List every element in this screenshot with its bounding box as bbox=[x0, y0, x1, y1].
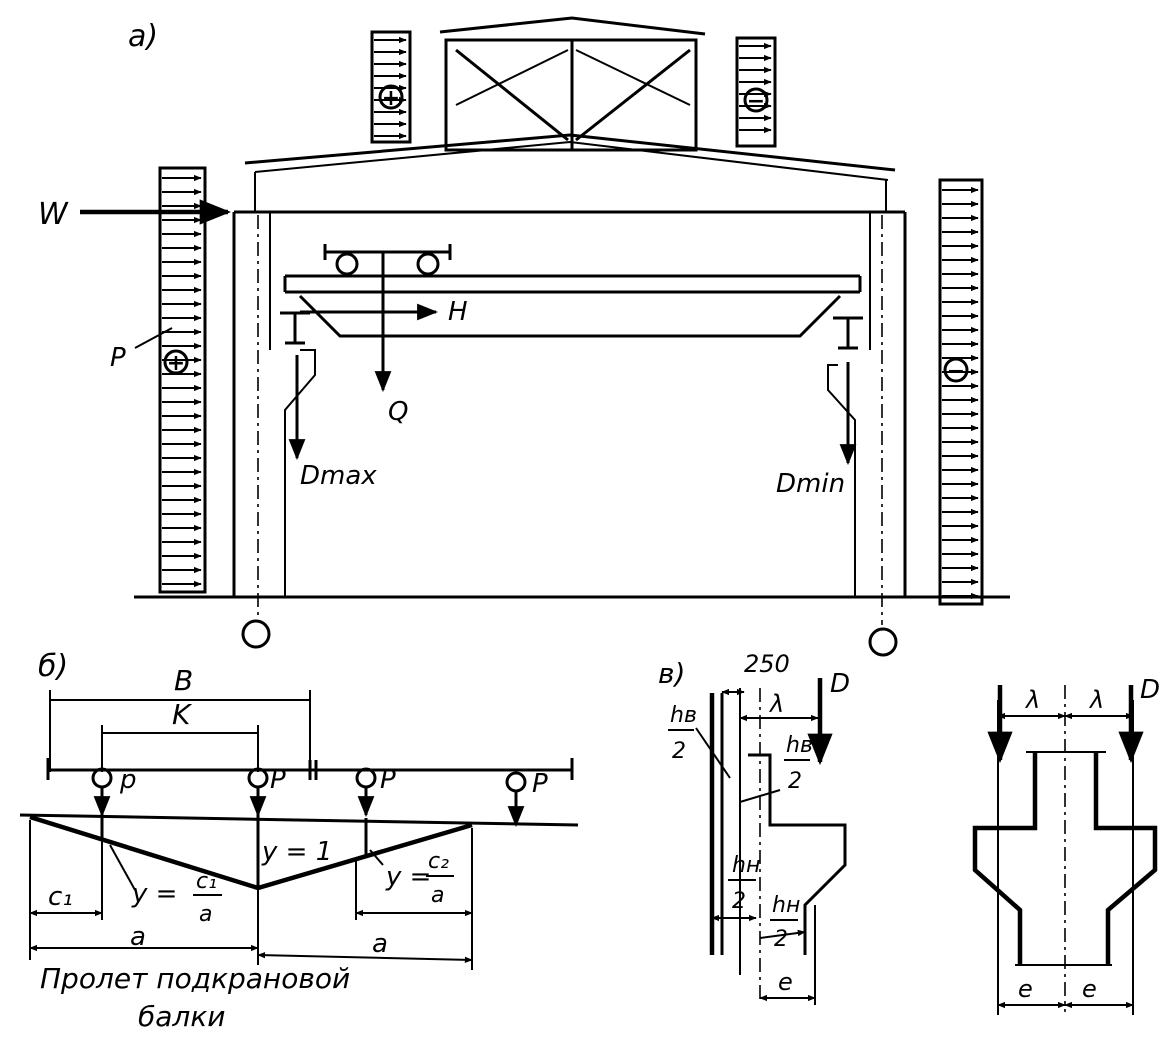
e-b-label: e bbox=[1082, 975, 1097, 1003]
frame-loads: W H Q Dmax Dmin P + − bbox=[38, 197, 969, 499]
wind-diagram-wall-left bbox=[158, 166, 207, 594]
y1-lhs: y = bbox=[131, 879, 177, 909]
hn-right-den: 2 bbox=[774, 927, 788, 952]
lantern-minus-sign: − bbox=[747, 89, 765, 114]
panel-a-label: а) bbox=[128, 19, 158, 54]
horizontal-force-label: H bbox=[448, 297, 468, 327]
wind-diagram-lantern-left: + bbox=[370, 30, 412, 144]
dim-K-label: K bbox=[172, 698, 193, 731]
panel-a: а) + − bbox=[38, 16, 1010, 657]
hn-right-fraction: hн 2 bbox=[759, 893, 806, 952]
y1-den: a bbox=[199, 902, 212, 927]
dmin-label: Dmin bbox=[776, 469, 845, 499]
lantern-plus-sign: + bbox=[382, 86, 400, 111]
lambda-label: λ bbox=[768, 690, 784, 718]
D-right-label: D bbox=[1140, 675, 1160, 705]
dimension-K: K bbox=[101, 698, 259, 772]
load-p-4: P bbox=[532, 769, 548, 799]
hn-left-fraction: hн 2 bbox=[711, 853, 760, 922]
lambda-b-label: λ bbox=[1088, 686, 1104, 714]
y1-num: c₁ bbox=[196, 869, 217, 894]
D-left-label: D bbox=[830, 669, 850, 699]
wind-label: W bbox=[38, 197, 69, 232]
load-p-3: P bbox=[380, 765, 396, 795]
wind-diagram-wall-right bbox=[938, 178, 984, 606]
y1-formula: y = c₁ a bbox=[131, 869, 222, 927]
y2-num: c₂ bbox=[428, 849, 449, 874]
dimension-lines-b: c₁ a a bbox=[29, 820, 473, 970]
panel-v-label: в) bbox=[658, 657, 685, 690]
crane-weight-label: Q bbox=[388, 397, 408, 427]
dmax-label: Dmax bbox=[300, 461, 377, 491]
dim-250-label: 250 bbox=[744, 650, 790, 678]
panel-v: в) 250 λ D hв 2 hв 2 bbox=[658, 650, 1160, 1015]
hn-left-num: hн bbox=[732, 853, 760, 878]
hv-right-fraction: hв 2 bbox=[739, 733, 813, 803]
dimension-B: B bbox=[49, 664, 311, 772]
y-max-label: y = 1 bbox=[261, 837, 332, 867]
crane-bridge bbox=[280, 244, 863, 350]
y2-den: a bbox=[431, 883, 444, 908]
load-p-1: p bbox=[119, 765, 137, 795]
wall-minus-sign: − bbox=[947, 359, 965, 384]
middle-column-section: D λ λ e e bbox=[972, 675, 1160, 1015]
influence-line: y = 1 y = c₁ a y = c₂ a bbox=[19, 813, 579, 927]
caption-line-2: балки bbox=[138, 1000, 225, 1033]
e-label: e bbox=[778, 968, 793, 996]
roof-truss bbox=[244, 16, 896, 181]
panel-b-label: б) bbox=[38, 649, 68, 684]
hv-right-den: 2 bbox=[788, 769, 802, 794]
wheel-loads: p P P P bbox=[91, 765, 548, 828]
y2-lhs: y = bbox=[385, 862, 431, 892]
wall-plus-sign: + bbox=[167, 351, 185, 376]
crane-rail bbox=[46, 758, 574, 780]
hv-left-den: 2 bbox=[672, 739, 686, 764]
hn-left-den: 2 bbox=[732, 889, 746, 914]
load-p-2: P bbox=[270, 765, 286, 795]
dim-a-right-label: a bbox=[372, 929, 388, 959]
edge-column-section: 250 λ D hв 2 hв 2 hн 2 bbox=[668, 650, 850, 1005]
hv-left-fraction: hв 2 bbox=[668, 703, 731, 779]
dim-a-left-label: a bbox=[130, 922, 146, 952]
dim-B-label: B bbox=[174, 664, 193, 697]
wind-diagram-lantern-right: − bbox=[735, 36, 777, 148]
caption-line-1: Пролет подкрановой bbox=[40, 962, 350, 995]
panel-b: б) B K p P P bbox=[19, 649, 579, 1033]
pressure-label: P bbox=[110, 343, 126, 373]
e-a-label: e bbox=[1018, 975, 1033, 1003]
lambda-a-label: λ bbox=[1024, 686, 1040, 714]
hv-left-num: hв bbox=[670, 703, 697, 728]
dim-c1-label: c₁ bbox=[48, 882, 73, 912]
frame-structure bbox=[134, 172, 1010, 657]
hn-right-num: hн bbox=[772, 893, 800, 918]
hv-right-num: hв bbox=[786, 733, 813, 758]
y2-formula: y = c₂ a bbox=[385, 849, 454, 908]
